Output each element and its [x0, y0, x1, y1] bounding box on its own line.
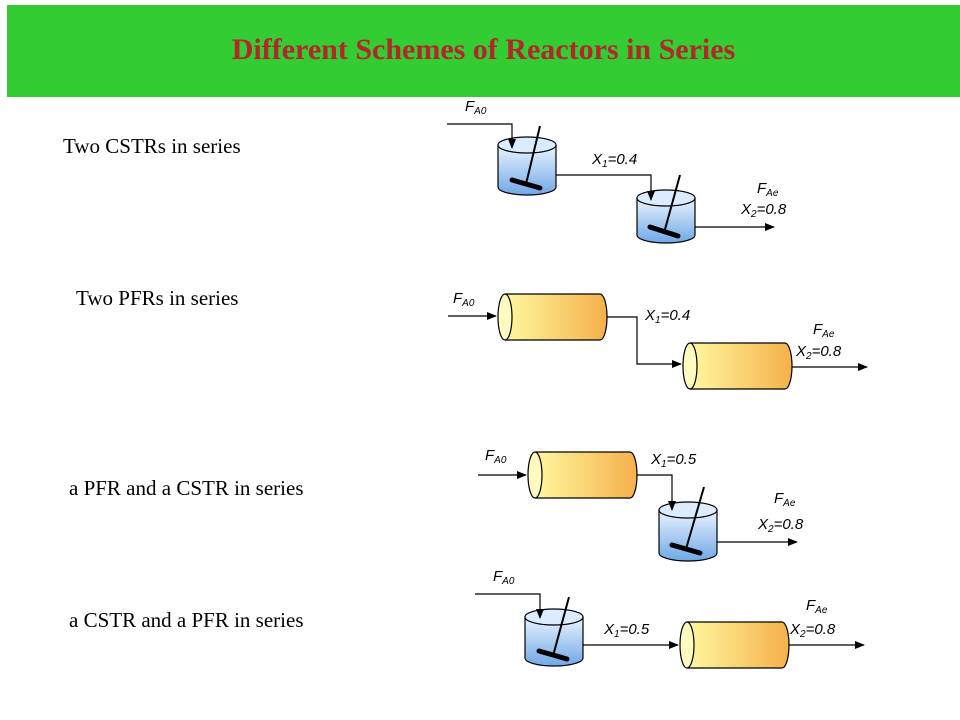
pfr-tube	[682, 342, 793, 390]
cstr-tank	[658, 486, 718, 562]
intermediate-conversion-label: X1=0.4	[591, 151, 637, 170]
scheme-cstr-pfr: FA0 X1=0.5 FAe X2=0.8	[475, 568, 865, 669]
scheme-label-pfr-cstr: a PFR and a CSTR in series	[69, 476, 304, 500]
transfer-arrow	[556, 174, 655, 201]
inlet-arrow	[447, 123, 516, 149]
scheme-two-cstrs: FA0 X1=0.4 FAe X2=0.8	[447, 98, 787, 244]
outlet-conversion-label: X2=0.8	[740, 201, 787, 220]
page-title: Different Schemes of Reactors in Series	[231, 33, 736, 66]
scheme-two-pfrs: FA0 X1=0.4 FAe X2=0.8	[448, 290, 868, 390]
outlet-flow-label: FAe	[813, 321, 835, 340]
scheme-label-two-pfrs: Two PFRs in series	[76, 286, 239, 310]
inlet-flow-label: FA0	[493, 568, 515, 587]
outlet-conversion-label: X2=0.8	[789, 621, 836, 640]
inlet-arrow	[475, 593, 544, 619]
cstr-tank	[636, 174, 696, 244]
title-bar: Different Schemes of Reactors in Series	[7, 5, 960, 97]
scheme-pfr-cstr: FA0 X1=0.5 FAe X2=0.8	[478, 447, 804, 562]
intermediate-conversion-label: X1=0.5	[603, 621, 650, 640]
outlet-flow-label: FAe	[774, 490, 796, 509]
outlet-conversion-label: X2=0.8	[795, 343, 842, 362]
cstr-tank	[497, 125, 557, 196]
inlet-flow-label: FA0	[485, 447, 507, 466]
pfr-tube	[497, 293, 608, 341]
transfer-arrow	[637, 474, 676, 511]
scheme-label-cstr-pfr: a CSTR and a PFR in series	[69, 608, 304, 632]
intermediate-conversion-label: X1=0.4	[644, 307, 690, 326]
inlet-flow-label: FA0	[465, 98, 487, 117]
outlet-flow-label: FAe	[806, 597, 828, 616]
intermediate-conversion-label: X1=0.5	[650, 451, 697, 470]
pfr-tube	[679, 621, 790, 669]
transfer-arrow	[607, 316, 682, 368]
scheme-label-two-cstrs: Two CSTRs in series	[63, 134, 241, 158]
inlet-flow-label: FA0	[453, 290, 475, 309]
outlet-conversion-label: X2=0.8	[757, 516, 804, 535]
pfr-tube	[527, 451, 638, 499]
outlet-flow-label: FAe	[757, 180, 779, 199]
cstr-tank	[524, 596, 584, 667]
